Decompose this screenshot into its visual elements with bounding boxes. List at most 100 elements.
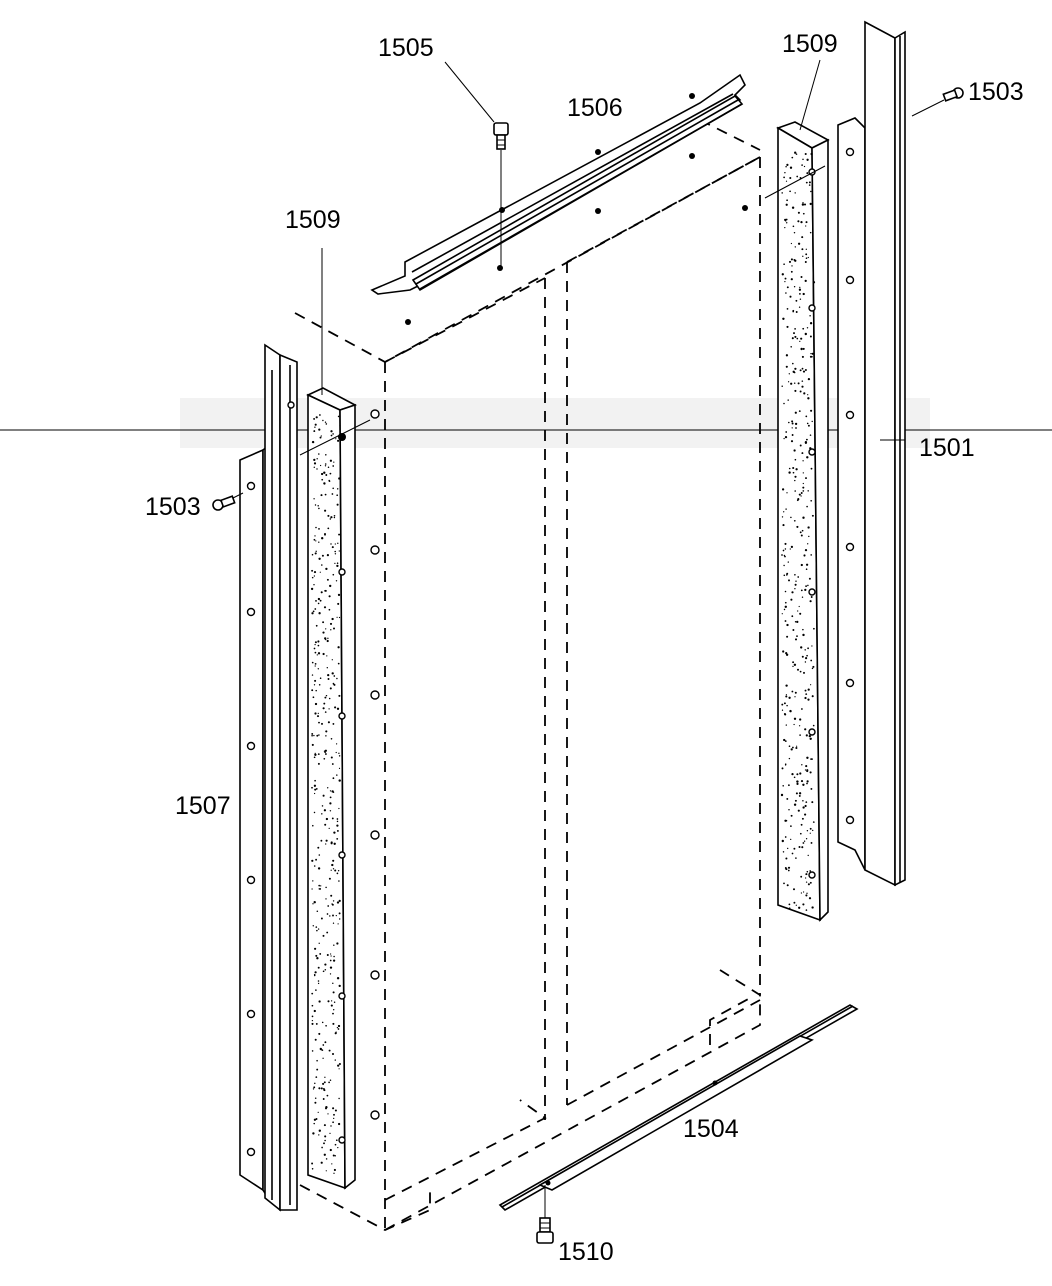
foam-speck (791, 852, 794, 855)
foam-speck (329, 915, 331, 917)
foam-speck (806, 756, 809, 759)
foam-speck (802, 842, 805, 844)
foam-speck (785, 431, 788, 433)
foam-speck (794, 490, 797, 492)
foam-speck (322, 1082, 325, 1085)
foam-speck (801, 529, 804, 532)
foam-speck (334, 869, 337, 872)
foam-speck (798, 288, 802, 291)
label-1501: 1501 (919, 434, 975, 462)
foam-speck (786, 492, 788, 494)
foam-speck (332, 900, 335, 902)
foam-speck (804, 661, 807, 663)
foam-speck (318, 1134, 320, 1136)
foam-speck (792, 661, 795, 664)
foam-speck (317, 980, 320, 982)
foam-speck (792, 746, 794, 749)
foam-speck (311, 732, 314, 735)
foam-speck (338, 694, 341, 697)
foam-speck (796, 782, 799, 785)
foam-speck (798, 493, 801, 496)
foam-speck (328, 1081, 330, 1084)
foam-speck (325, 628, 327, 630)
foam-speck (328, 708, 330, 710)
foam-speck (320, 885, 322, 887)
foam-speck (324, 968, 327, 971)
foam-speck (794, 691, 797, 694)
foam-speck (325, 898, 327, 900)
foam-speck (321, 478, 324, 481)
foam-speck (311, 992, 314, 995)
foam-speck (320, 494, 323, 497)
foam-speck (316, 734, 319, 737)
foam-speck (795, 468, 798, 471)
foam-speck (338, 899, 341, 903)
foam-speck (804, 440, 808, 444)
foam-speck (333, 627, 335, 630)
foam-speck (315, 689, 317, 692)
foam-speck (805, 765, 808, 768)
foam-speck (316, 929, 318, 932)
foam-speck (320, 472, 324, 476)
foam-speck (315, 550, 317, 553)
foam-speck (325, 735, 327, 737)
screw-1505 (493, 122, 509, 268)
foam-speck (804, 728, 807, 731)
foam-speck (804, 689, 807, 692)
foam-speck (805, 221, 808, 224)
foam-speck (785, 695, 788, 698)
foam-speck (319, 464, 322, 467)
foam-speck (798, 794, 801, 797)
foam-speck (783, 574, 786, 577)
foam-speck (801, 203, 805, 206)
foam-speck (809, 737, 812, 740)
foam-speck (335, 580, 338, 582)
label-1507: 1507 (175, 792, 231, 820)
foam-speck (322, 934, 325, 937)
foam-speck (792, 665, 794, 668)
foam-speck (313, 684, 316, 686)
foam-speck (804, 332, 807, 336)
foam-speck (333, 461, 335, 463)
foam-speck (812, 281, 816, 284)
foam-speck (311, 1050, 314, 1052)
foam-speck (332, 433, 334, 435)
foam-speck (329, 796, 332, 799)
foam-speck (313, 811, 316, 814)
foam-speck (317, 504, 319, 507)
foam-speck (800, 337, 803, 340)
foam-speck (337, 1146, 339, 1149)
foam-speck (794, 696, 796, 698)
foam-speck (330, 842, 333, 845)
foam-speck (332, 868, 335, 870)
foam-speck (810, 409, 813, 412)
foam-speck (805, 881, 808, 883)
foam-speck (802, 628, 804, 631)
foam-speck (811, 667, 814, 670)
foam-speck (316, 715, 320, 718)
foam-speck (313, 458, 316, 462)
foam-speck (795, 792, 798, 795)
foam-speck (802, 490, 805, 492)
foam-speck (794, 367, 797, 370)
foam-speck (333, 516, 336, 519)
foam-speck (808, 184, 811, 186)
foam-speck (311, 1022, 314, 1025)
foam-speck (796, 337, 799, 340)
foam-speck (781, 703, 784, 706)
foam-speck (807, 377, 811, 381)
foam-speck (790, 278, 793, 281)
foam-speck (322, 707, 325, 710)
foam-speck (807, 394, 809, 396)
foam-speck (331, 817, 334, 820)
foam-speck (809, 881, 812, 884)
foam-speck (800, 275, 803, 279)
foam-speck (788, 579, 790, 582)
foam-speck (323, 1081, 326, 1084)
foam-speck (313, 571, 317, 574)
foam-speck (796, 745, 798, 747)
foam-speck (801, 452, 804, 455)
foam-speck (803, 554, 806, 557)
foam-speck (798, 410, 801, 413)
foam-speck (330, 516, 333, 519)
